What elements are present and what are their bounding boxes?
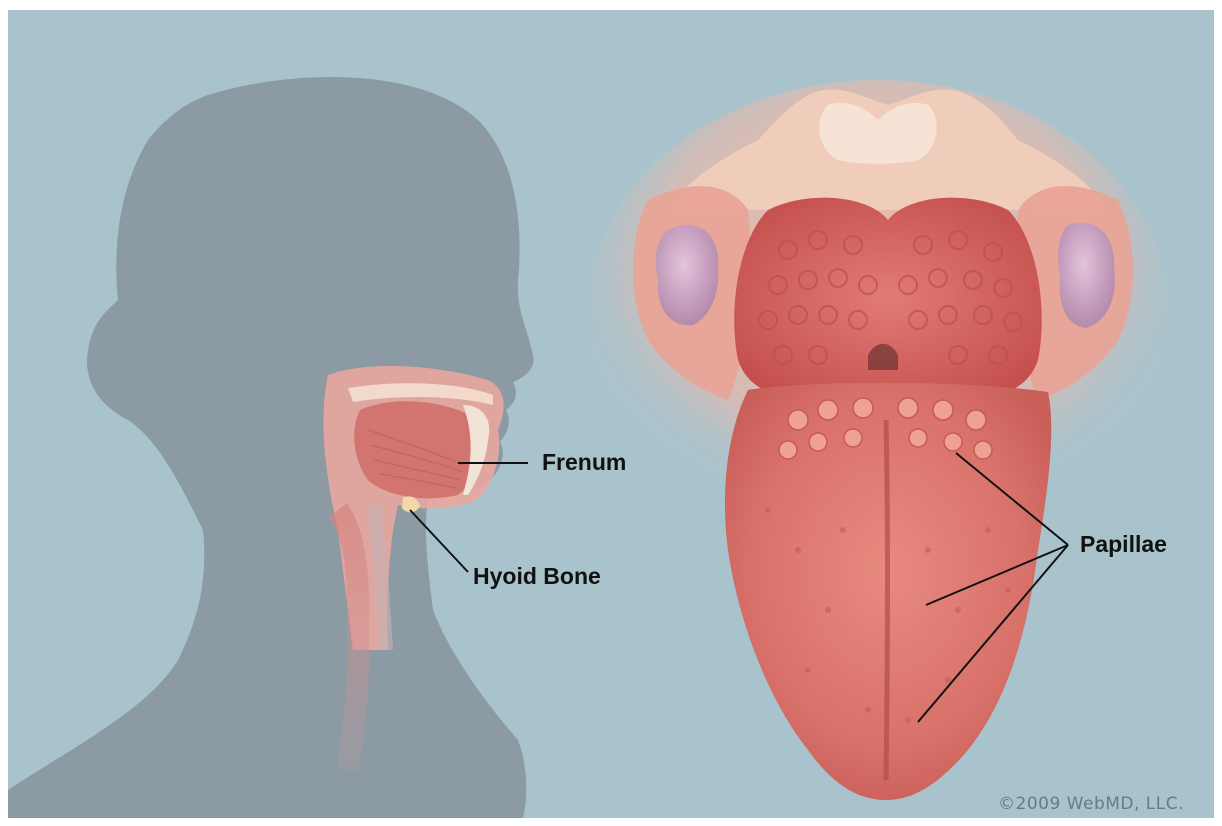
copyright-notice: ©2009 WebMD, LLC. (998, 794, 1184, 814)
right-tonsil (1058, 223, 1115, 328)
hyoid-bone-label: Hyoid Bone (473, 563, 601, 590)
papillae-label: Papillae (1080, 531, 1167, 558)
mouth-anatomy-illustration (8, 10, 1214, 818)
tongue-illustration (588, 80, 1168, 800)
illustration-frame: Frenum Hyoid Bone Papillae ©2009 WebMD, … (8, 10, 1214, 818)
left-tonsil (656, 225, 719, 325)
frenum-label: Frenum (542, 449, 626, 476)
